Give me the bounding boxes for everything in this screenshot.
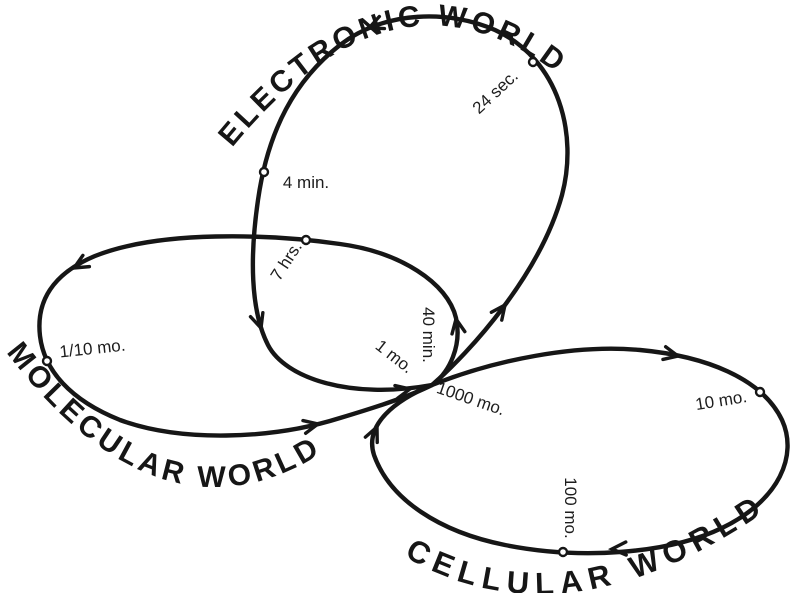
cellular-world-loop [370,346,790,556]
time-label-110mo: 1/10 mo. [59,336,127,362]
electronic-flow-arrow-into-center [393,383,414,400]
time-marker-24sec [527,56,539,68]
time-label-7hrs: 7 hrs. [267,238,306,284]
cellular-world-title: CELLULAR WORLD [401,486,773,593]
electronic-world-title: ELECTRONIC WORLD [212,0,574,152]
cellular-flow-arrow-top-right [661,345,682,362]
time-marker-7hrs [300,234,312,246]
time-marker-100mo [557,546,569,558]
cellular-flow-arrow-left-up [363,423,379,445]
time-label-24sec: 24 sec. [469,66,522,117]
molecular-flow-arrow-top-left [70,253,92,271]
electronic-flow-arrow-left-down [248,310,265,332]
time-label-1000mo: 1000 mo. [434,378,507,419]
time-marker-4min [258,166,270,178]
electronic-flow-arrow-top [365,14,387,31]
time-label-4min: 4 min. [283,173,329,192]
time-label-1mo: 1 mo. [372,336,417,377]
time-label-40min: 40 min. [419,307,438,363]
molecular-world-loop [37,234,460,438]
molecular-flow-arrow-hook-up [450,315,467,336]
electronic-world-loop [250,14,570,393]
cellular-flow-arrow-bottom-left [607,540,628,557]
time-label-10mo: 10 mo. [694,387,748,414]
time-label-100mo: 100 mo. [561,477,580,538]
electronic-flow-arrow-right-up [489,301,508,322]
time-marker-110mo [41,355,53,367]
molecular-flow-arrow-bottom-right [301,418,322,435]
time-marker-10mo [754,386,766,398]
